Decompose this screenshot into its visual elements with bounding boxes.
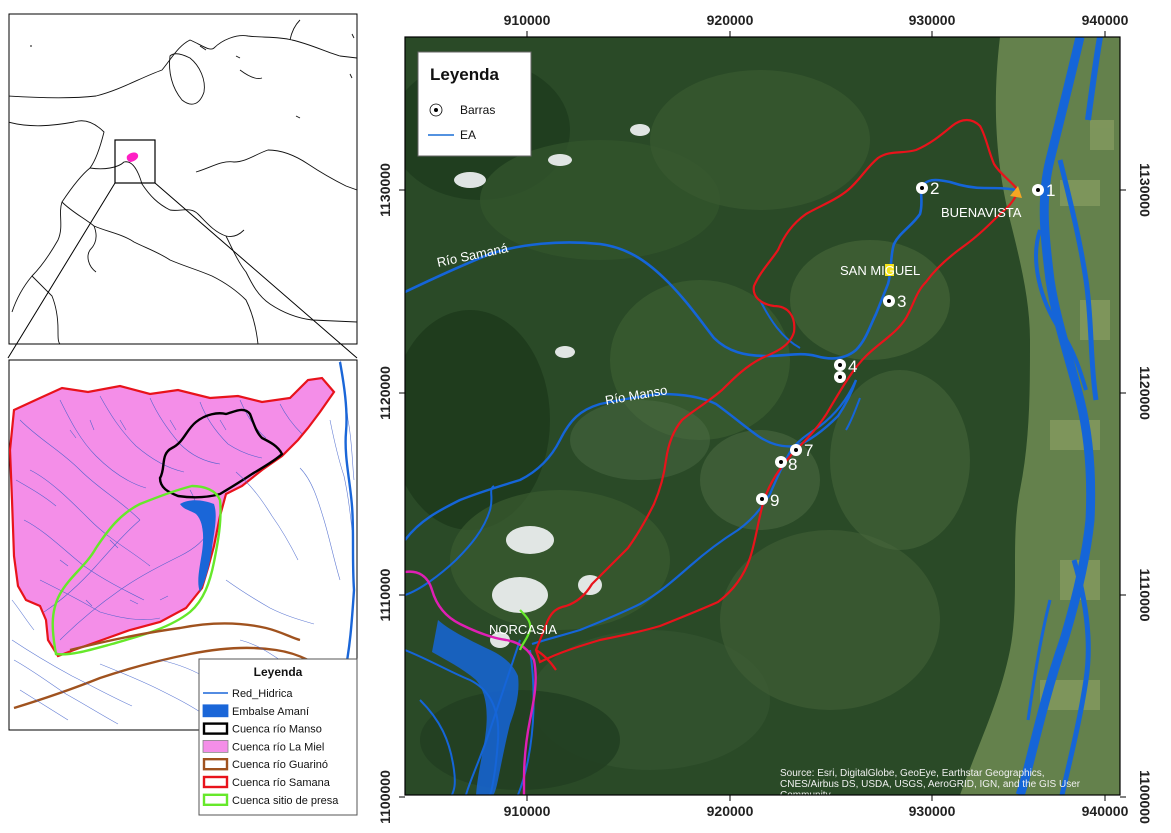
bar-label-2: 2: [930, 179, 939, 198]
rio-manso: [405, 379, 858, 541]
x-tick-bottom-3: 940000: [1082, 803, 1129, 819]
x-tick-bottom-1: 920000: [707, 803, 754, 819]
location-map-frame: [8, 13, 358, 345]
bar-point-4: 4: [834, 357, 857, 383]
bar-point-3: 3: [883, 292, 906, 311]
x-tick-labels-bottom: 910000 920000 930000 940000: [504, 795, 1129, 819]
san-miguel-marker: [885, 264, 894, 276]
x-tick-bottom-2: 930000: [909, 803, 956, 819]
place-label-san-miguel: SAN MIGUEL: [840, 263, 920, 278]
legend-label-barras: Barras: [460, 103, 495, 117]
inset-legend-label-embalse-aman: Embalse Amaní: [232, 706, 309, 718]
inset-legend-label-cuenca-sitio-de-presa: Cuenca sitio de presa: [232, 795, 339, 807]
bar-label-3: 3: [897, 292, 906, 311]
extent-rectangle: [114, 139, 156, 184]
place-label-norcasia: NORCASIA: [489, 622, 557, 637]
inset-legend-symbol-cuenca-r-o-la-miel: [202, 740, 229, 753]
x-tick-top-2: 930000: [909, 12, 956, 28]
la-miel-basin-line: [405, 570, 537, 795]
reservoir-main: [432, 620, 519, 795]
y-tick-left-3: 1100000: [377, 770, 393, 824]
la-miel-basin: [9, 376, 336, 658]
y-tick-right-0: 1130000: [1137, 163, 1153, 217]
magdalena-river: [1015, 37, 1103, 795]
inset-legend-symbol-cuenca-sitio-de-presa: [202, 793, 229, 806]
y-tick-left-2: 1110000: [377, 568, 393, 621]
eastern-lowlands: [960, 37, 1120, 795]
attribution-line-3: Community: [780, 790, 831, 801]
y-tick-right-1: 1120000: [1137, 366, 1153, 420]
bar-point-2: 2: [916, 179, 939, 198]
inset-legend-symbol-cuenca-r-o-guarin: [202, 758, 229, 771]
magdalena-river-inset: [338, 361, 356, 677]
inset-legend-label-cuenca-r-o-guarin: Cuenca río Guarinó: [232, 759, 328, 771]
bar-point-7: 7: [790, 441, 813, 460]
inset-legend-symbol-cuenca-r-o-samana: [202, 775, 229, 789]
bar-point-icon: [429, 103, 443, 117]
attribution-line-2: CNES/Airbus DS, USDA, USGS, AeroGRID, IG…: [780, 779, 1081, 790]
y-tick-right-2: 1110000: [1137, 569, 1153, 622]
inset-legend-label-red-hidrica: Red_Hidrica: [232, 688, 293, 700]
bar-point-1: 1: [1032, 181, 1055, 200]
outer-drainage-network: [11, 360, 355, 725]
dam-site-fragment: [518, 609, 532, 651]
bar-label-7: 7: [804, 441, 813, 460]
study-area-marker: [126, 152, 139, 162]
x-tick-labels-top: 910000 920000 930000 940000: [504, 12, 1129, 37]
x-tick-top-1: 920000: [707, 12, 754, 28]
colombia-outline: [9, 19, 357, 344]
x-tick-top-3: 940000: [1082, 12, 1129, 28]
samana-basin-boundary: [534, 118, 1020, 664]
manso-basin-outline: [158, 408, 284, 499]
place-label-buenavista: BUENAVISTA: [941, 205, 1022, 220]
reservoir-inset: [180, 500, 216, 592]
main-map-frame: [404, 36, 1121, 796]
bar-label-1: 1: [1046, 181, 1055, 200]
bar-label-9: 9: [770, 491, 779, 510]
buenavista-marker: [1010, 186, 1022, 198]
inset-legend-title: Leyenda: [254, 665, 303, 679]
main-map: 1 2 3 4 7 8 9 BUENAVISTA SAN MIGUEL NORC…: [377, 12, 1153, 824]
main-legend-title: Leyenda: [430, 65, 500, 84]
y-tick-left-0: 1130000: [377, 163, 393, 217]
rio-samana: [405, 178, 1017, 360]
bar-point-9: 9: [756, 491, 779, 510]
attribution-line-1: Source: Esri, DigitalGlobe, GeoEye, Eart…: [780, 768, 1045, 779]
connector-line-right: [154, 182, 358, 359]
clouds: [454, 124, 650, 648]
y-tick-left-1: 1120000: [377, 366, 393, 420]
y-tick-labels-right: 1130000 1120000 1110000 1100000: [1120, 163, 1153, 824]
inset-legend-symbol-embalse-aman: [202, 704, 229, 718]
satellite-texture: [405, 60, 970, 790]
guarino-basin-north: [69, 622, 301, 652]
x-tick-bottom-0: 910000: [504, 803, 551, 819]
inset-legend-label-cuenca-r-o-la-miel: Cuenca río La Miel: [232, 741, 324, 753]
inset-legend-label-cuenca-r-o-manso: Cuenca río Manso: [232, 724, 322, 736]
guarino-basin-south: [13, 646, 309, 710]
y-tick-labels-left: 1130000 1120000 1110000 1100000: [377, 163, 405, 824]
x-tick-top-0: 910000: [504, 12, 551, 28]
inset-legend-label-cuenca-r-o-samana: Cuenca río Samana: [232, 777, 331, 789]
bar-points: 1 2 3 4 7 8 9: [756, 179, 1055, 510]
location-map: [8, 13, 358, 345]
bar-label-8: 8: [788, 455, 797, 474]
inset-legend-box: [198, 658, 358, 816]
bar-point-8: 8: [775, 455, 797, 474]
basin-drainage-network: [15, 395, 303, 641]
bar-label-4: 4: [848, 357, 857, 376]
inset-legend-symbol-cuenca-r-o-manso: [202, 722, 229, 735]
connector-line-left: [7, 182, 116, 359]
main-legend: Leyenda Barras EA: [417, 51, 532, 157]
legend-label-ea: EA: [460, 128, 476, 142]
rio-samana-south: [531, 379, 858, 646]
y-tick-right-3: 1100000: [1137, 770, 1153, 824]
